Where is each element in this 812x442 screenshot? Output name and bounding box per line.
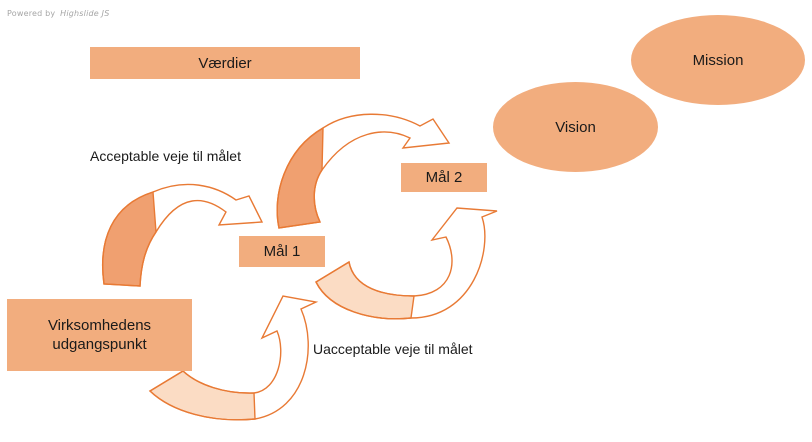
node-vision-label: Vision xyxy=(555,118,596,136)
arrow-start-to-maal1 xyxy=(101,183,264,287)
arrow-start-to-maal1-tail xyxy=(101,191,157,287)
node-maal1-label: Mål 1 xyxy=(263,243,301,260)
node-start-line1: Virksomhedens xyxy=(47,317,152,334)
arrow-maal1-to-maal2-outline xyxy=(276,113,451,229)
powered-by-brand: Highslide JS xyxy=(60,9,110,18)
node-maal2-label: Mål 2 xyxy=(425,169,463,186)
node-vision: Vision xyxy=(493,82,658,172)
node-mission-label: Mission xyxy=(692,51,744,69)
node-vaerdier-label: Værdier xyxy=(198,54,252,72)
node-vaerdier: Værdier xyxy=(90,47,360,79)
arrow-bottom-loop-outline xyxy=(148,295,319,421)
label-acceptable-paths: Acceptable veje til målet xyxy=(90,148,241,164)
node-mission: Mission xyxy=(631,15,805,105)
powered-by-credit[interactable]: Powered by Highslide JS xyxy=(7,9,110,18)
arrow-start-to-maal1-outline xyxy=(101,183,264,287)
arrow-lower-loop-tail xyxy=(315,260,415,320)
powered-by-prefix: Powered by xyxy=(7,9,56,18)
arrow-bottom-loop-tail xyxy=(148,370,256,421)
arrow-lower-loop-outline xyxy=(315,207,498,320)
node-maal2: Mål 2 xyxy=(401,163,487,192)
node-start-line2: udgangspunkt xyxy=(52,336,147,353)
arrow-maal1-to-maal2 xyxy=(276,113,451,229)
arrow-lower-loop xyxy=(315,207,498,320)
node-virksomhedens-udgangspunkt: Virksomhedens udgangspunkt xyxy=(7,299,192,371)
arrow-bottom-loop xyxy=(148,295,319,421)
label-unacceptable-paths: Uacceptable veje til målet xyxy=(313,341,473,357)
node-maal1: Mål 1 xyxy=(239,236,325,267)
